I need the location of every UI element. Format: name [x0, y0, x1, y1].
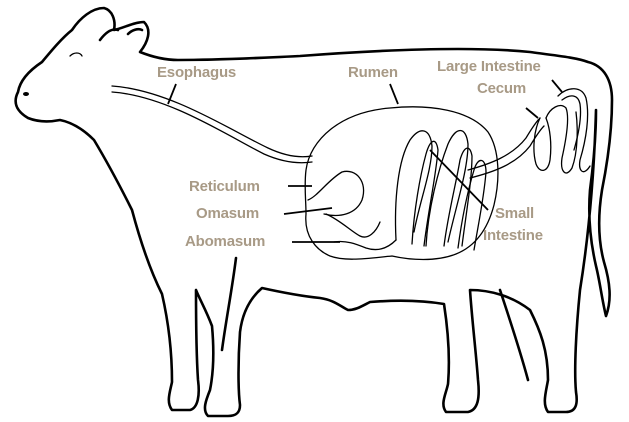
- ileum-tube-lower: [470, 126, 544, 178]
- omasum-leader: [284, 208, 332, 214]
- label-cecum: Cecum: [477, 80, 526, 97]
- ileum-tube-upper: [468, 118, 540, 170]
- label-large-intestine: Large Intestine: [437, 58, 541, 75]
- omasum-shape: [326, 214, 380, 237]
- label-small-intestine-line1: Small: [495, 205, 534, 222]
- ear-detail: [100, 29, 118, 40]
- label-rumen: Rumen: [348, 64, 398, 81]
- label-omasum: Omasum: [196, 205, 259, 222]
- cecum-shape: [534, 118, 551, 170]
- reticulum-shape: [308, 171, 364, 215]
- eye: [70, 53, 82, 56]
- large-intestine-leader: [552, 80, 562, 92]
- small-intestine-leader: [430, 150, 488, 210]
- front-leg-line: [222, 258, 236, 350]
- rumen-outline: [305, 107, 498, 260]
- rumen-leader: [390, 84, 398, 104]
- abomasum-shape: [334, 240, 396, 250]
- small-intestine-coil-e: [458, 160, 486, 250]
- hind-leg-line: [500, 290, 528, 380]
- label-abomasum: Abomasum: [185, 233, 265, 250]
- label-esophagus: Esophagus: [157, 64, 236, 81]
- esophagus-tube-lower: [112, 92, 312, 163]
- small-intestine-coil-d: [444, 148, 472, 246]
- cecum-leader: [526, 108, 538, 118]
- nostril: [23, 92, 29, 96]
- ear-inner: [128, 29, 142, 34]
- label-reticulum: Reticulum: [189, 178, 260, 195]
- label-small-intestine-line2: Intestine: [483, 227, 543, 244]
